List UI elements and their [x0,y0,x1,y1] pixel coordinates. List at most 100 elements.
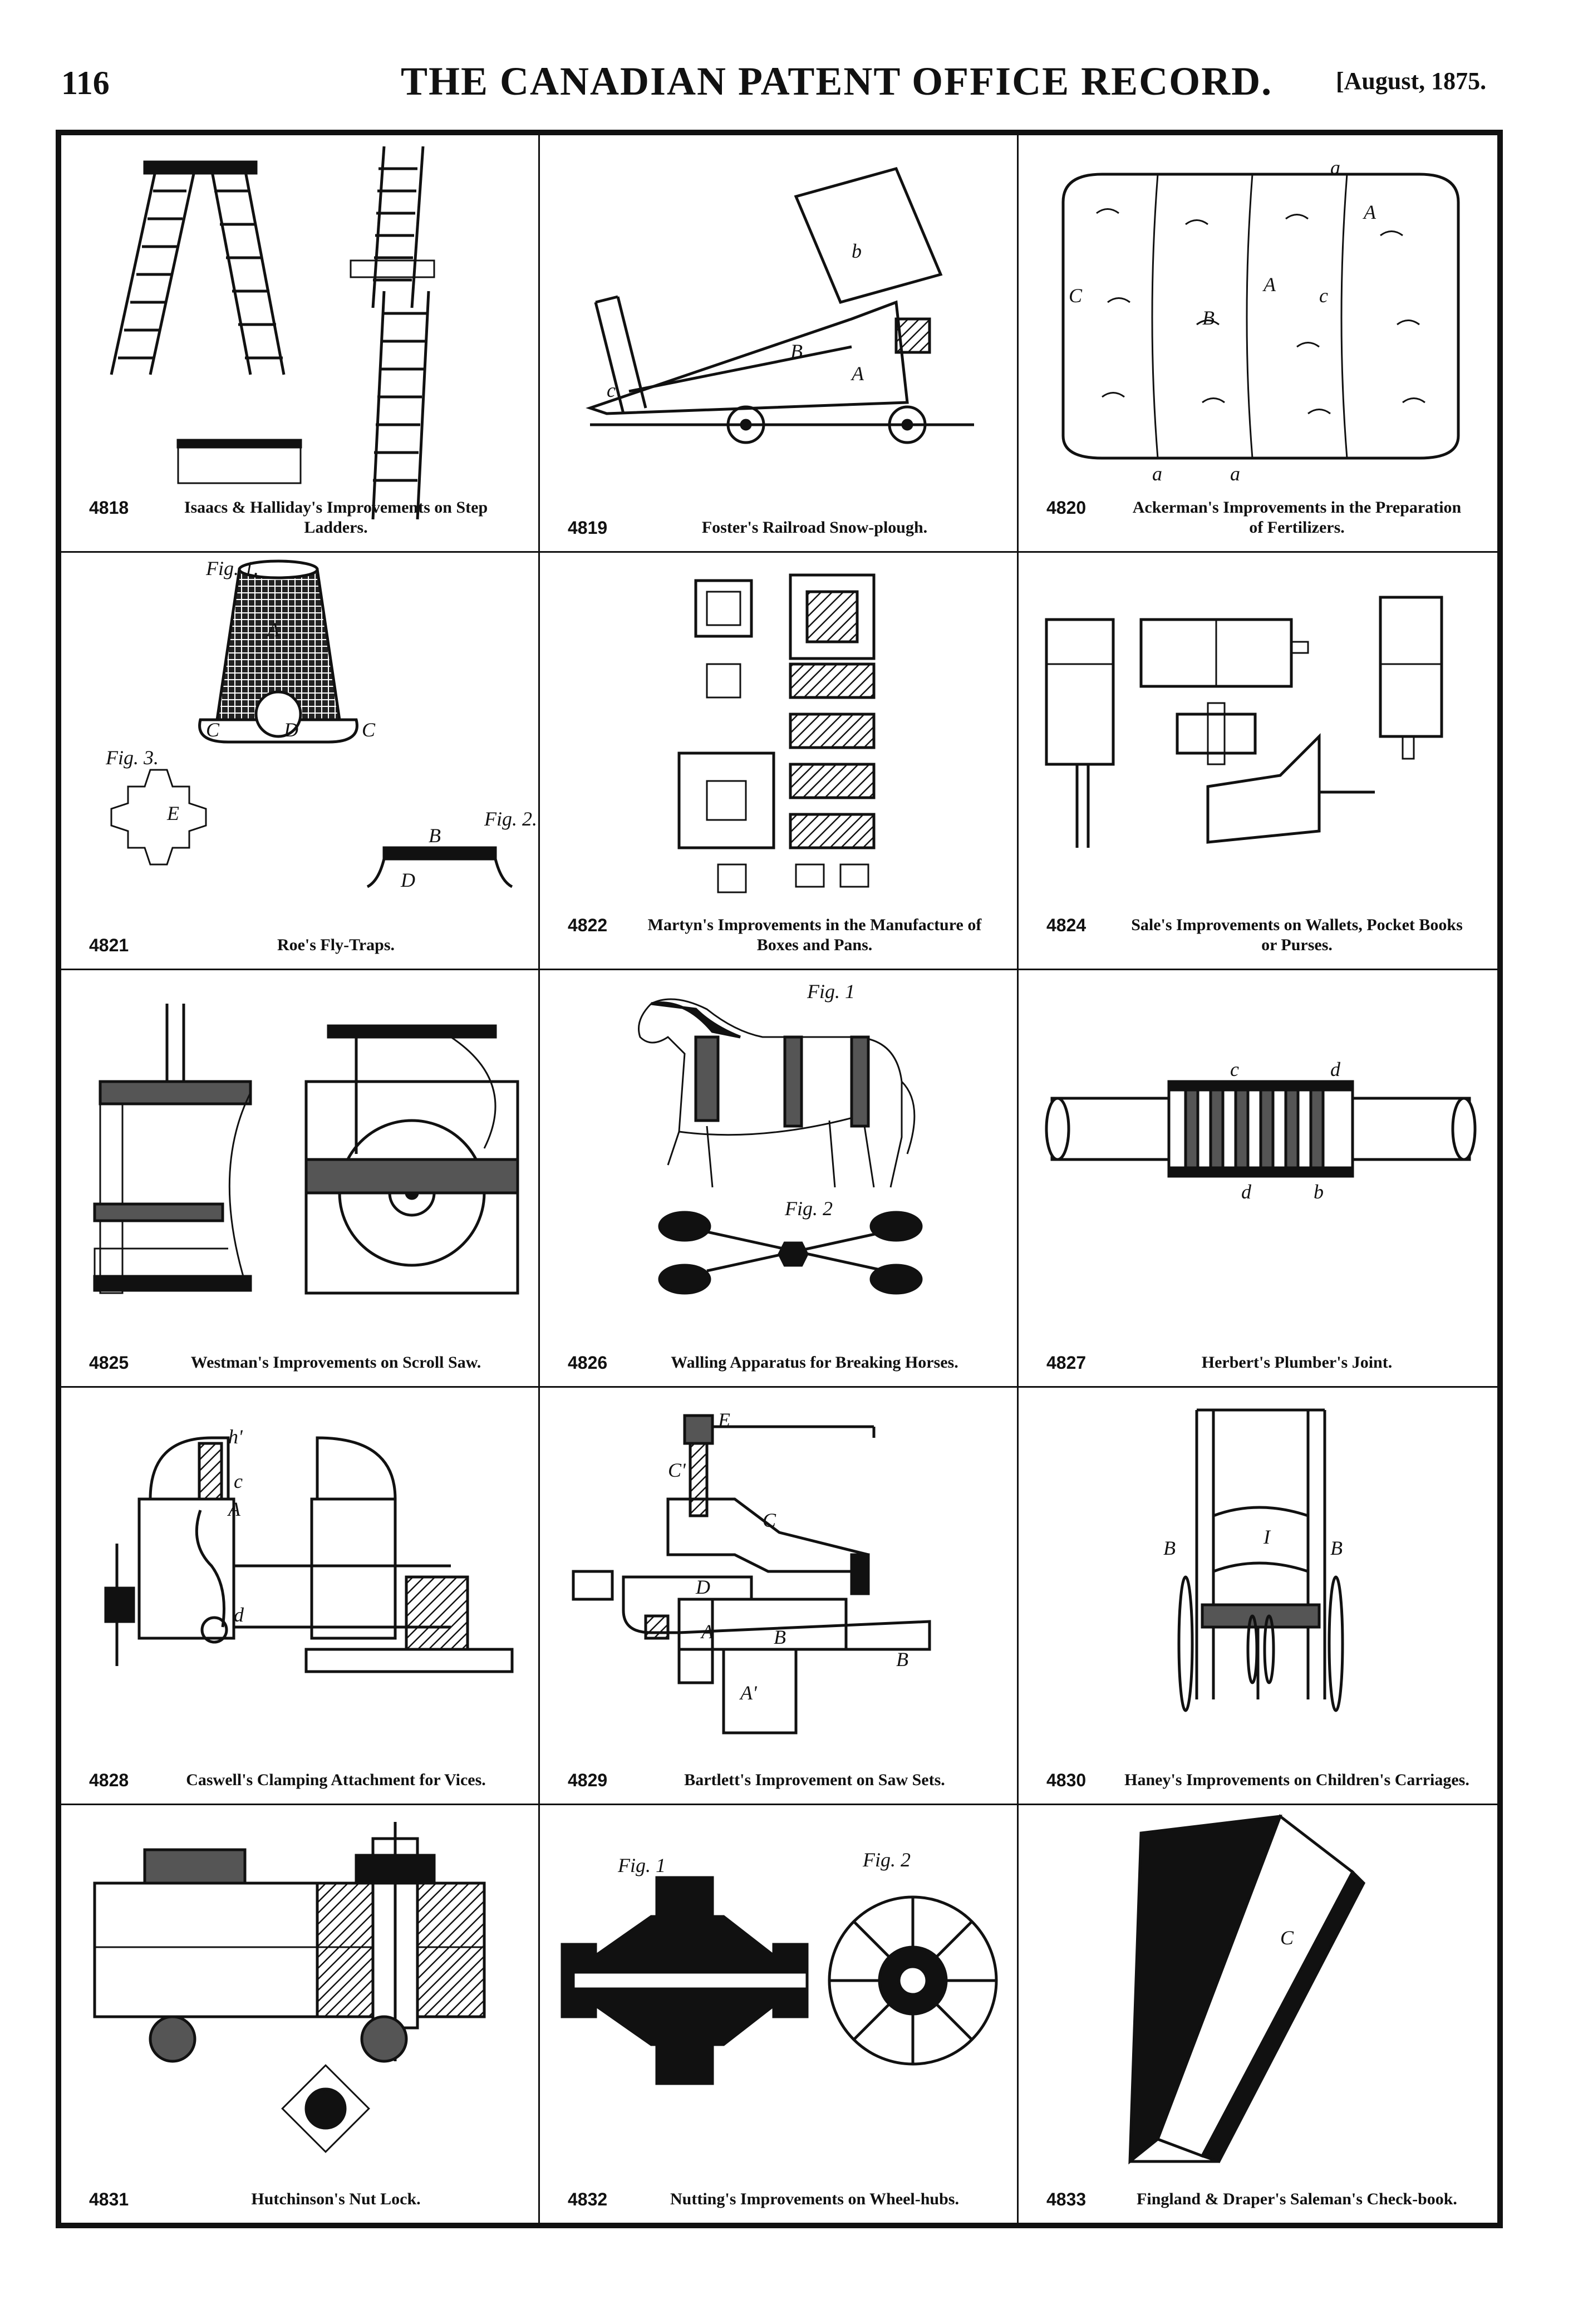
figure-label: E [166,802,179,824]
boxes-pans-illustration [677,573,876,893]
figure-label: c [1319,284,1328,307]
patent-cell-4827: c d d b 4827 Herbert's Plumber's Joint. [1019,970,1503,1388]
figure-label: d [234,1604,244,1626]
patent-number: 4825 [89,1353,129,1373]
patent-caption: 4826 Walling Apparatus for Breaking Hors… [540,1353,1017,1373]
patent-number: 4827 [1046,1353,1087,1373]
figure-label: D [695,1576,710,1598]
patent-cell-4818: 4818 Isaacs & Halliday's Improvements on… [61,135,540,553]
figure-label: d [1330,1058,1341,1080]
patent-caption: 4821 Roe's Fly-Traps. [61,935,538,955]
figure-label: Fig. 3. [105,746,159,769]
patent-title: Fingland & Draper's Saleman's Check-book… [1137,2190,1457,2208]
figure-label: B [1163,1537,1176,1559]
patent-number: 4831 [89,2189,129,2209]
patent-title: Ackerman's Improvements in the Preparati… [1132,498,1462,537]
page-number: 116 [61,65,110,101]
svg-text:A: A [851,362,864,385]
patent-cell-4821: Fig. 1. A C C D Fig. 3. Fig. 2. B E D 48… [61,553,540,970]
patent-cell-4829: E C' C D A B A' B 4829 Bartlett's Improv… [540,1388,1019,1805]
patent-number: 4826 [568,1353,608,1373]
patent-title: Foster's Railroad Snow-plough. [701,518,928,537]
figure-label: I [1263,1526,1271,1548]
patent-caption: 4830 Haney's Improvements on Children's … [1019,1770,1503,1790]
figure-label: h' [228,1426,243,1448]
journal-title: THE CANADIAN PATENT OFFICE RECORD. [401,59,1273,104]
patent-number: 4821 [89,935,129,955]
vice-clamp-illustration: h' c A d [104,1426,514,1673]
nut-lock-illustration [93,1822,486,2153]
patent-cell-4822: 4822 Martyn's Improvements in the Manufa… [540,553,1019,970]
figure-label: A [266,618,280,641]
figure-label: A' [739,1682,758,1704]
figure-label: b [1314,1181,1324,1203]
patent-cell-4826: Fig. 1 Fig. 2 4826 Walling Apparatus for… [540,970,1019,1388]
patent-caption: 4833 Fingland & Draper's Saleman's Check… [1019,2189,1503,2209]
scroll-saw-illustration [93,1004,519,1295]
figure-label: a [1152,463,1162,485]
patent-number: 4830 [1046,1770,1087,1790]
patent-number: 4832 [568,2189,608,2209]
saw-set-illustration: E C' C D A B A' B [572,1409,931,1735]
patent-cell-4825: 4825 Westman's Improvements on Scroll Sa… [61,970,540,1388]
fly-trap-illustration: Fig. 1. A C C D Fig. 3. Fig. 2. B E D [105,557,537,891]
figure-label: B [1330,1537,1343,1559]
patent-cell-4832: Fig. 1 Fig. 2 4832 Nutting's Improvement… [540,1805,1019,2223]
figure-label: D [283,719,298,741]
wheel-hub-illustration: Fig. 1 Fig. 2 [561,1849,998,2085]
figure-label: B [896,1648,908,1670]
figure-label: A [227,1498,241,1520]
patent-caption: 4824 Sale's Improvements on Wallets, Poc… [1019,915,1503,955]
figure-label: Fig. 2. [484,808,537,830]
patent-number: 4829 [568,1770,608,1790]
patent-number: 4819 [568,518,608,538]
page-header: 116 THE CANADIAN PATENT OFFICE RECORD. [… [0,0,1583,128]
patent-number: 4824 [1046,915,1087,935]
svg-text:B: B [790,340,803,362]
patent-cell-4833: C 4833 Fingland & Draper's Saleman's Che… [1019,1805,1503,2223]
patent-title: Westman's Improvements on Scroll Saw. [190,1353,481,1372]
check-book-illustration: C [1128,1814,1366,2165]
patent-caption: 4820 Ackerman's Improvements in the Prep… [1019,498,1503,538]
patent-number: 4822 [568,915,608,935]
patent-number: 4820 [1046,498,1087,518]
patent-number: 4833 [1046,2189,1087,2209]
figure-label: D [400,869,415,891]
patent-title: Haney's Improvements on Children's Carri… [1124,1771,1469,1789]
step-ladder-illustration [110,146,435,520]
patent-cell-4824: 4824 Sale's Improvements on Wallets, Poc… [1019,553,1503,970]
svg-text:b: b [852,240,862,262]
patent-caption: 4831 Hutchinson's Nut Lock. [61,2189,538,2209]
patent-title: Bartlett's Improvement on Saw Sets. [684,1771,945,1789]
figure-label: d [1241,1181,1252,1203]
patent-caption: 4832 Nutting's Improvements on Wheel-hub… [540,2189,1017,2209]
figure-label: c [234,1470,243,1492]
patent-grid: 4818 Isaacs & Halliday's Improvements on… [56,130,1503,2228]
patent-caption: 4825 Westman's Improvements on Scroll Sa… [61,1353,538,1373]
patent-title: Walling Apparatus for Breaking Horses. [671,1353,958,1372]
patent-title: Caswell's Clamping Attachment for Vices. [186,1771,486,1789]
issue-date: [August, 1875. [1336,67,1487,95]
figure-label: Fig. 2 [784,1197,833,1220]
figure-label: Fig. 2 [862,1849,911,1871]
patent-title: Herbert's Plumber's Joint. [1201,1353,1393,1372]
figure-label: B [774,1626,786,1648]
figure-label: A [1262,273,1276,296]
fertilizer-bale-illustration: a A C B A c a a [1061,156,1460,485]
patent-number: 4818 [89,498,129,518]
patent-caption: 4828 Caswell's Clamping Attachment for V… [61,1770,538,1790]
patent-title: Hutchinson's Nut Lock. [251,2190,421,2208]
figure-label: C [763,1509,776,1531]
patent-title: Roe's Fly-Traps. [277,936,395,954]
patent-title: Martyn's Improvements in the Manufacture… [647,916,982,954]
patent-caption: 4822 Martyn's Improvements in the Manufa… [540,915,1017,955]
patent-cell-4828: h' c A d 4828 Caswell's Clamping Attachm… [61,1388,540,1805]
figure-label: a [1230,463,1240,485]
plumbers-joint-illustration: c d d b [1045,1058,1477,1203]
patent-caption: 4829 Bartlett's Improvement on Saw Sets. [540,1770,1017,1790]
figure-label: C [1069,284,1083,307]
figure-label: B [1202,307,1215,329]
patent-title: Sale's Improvements on Wallets, Pocket B… [1131,916,1463,954]
